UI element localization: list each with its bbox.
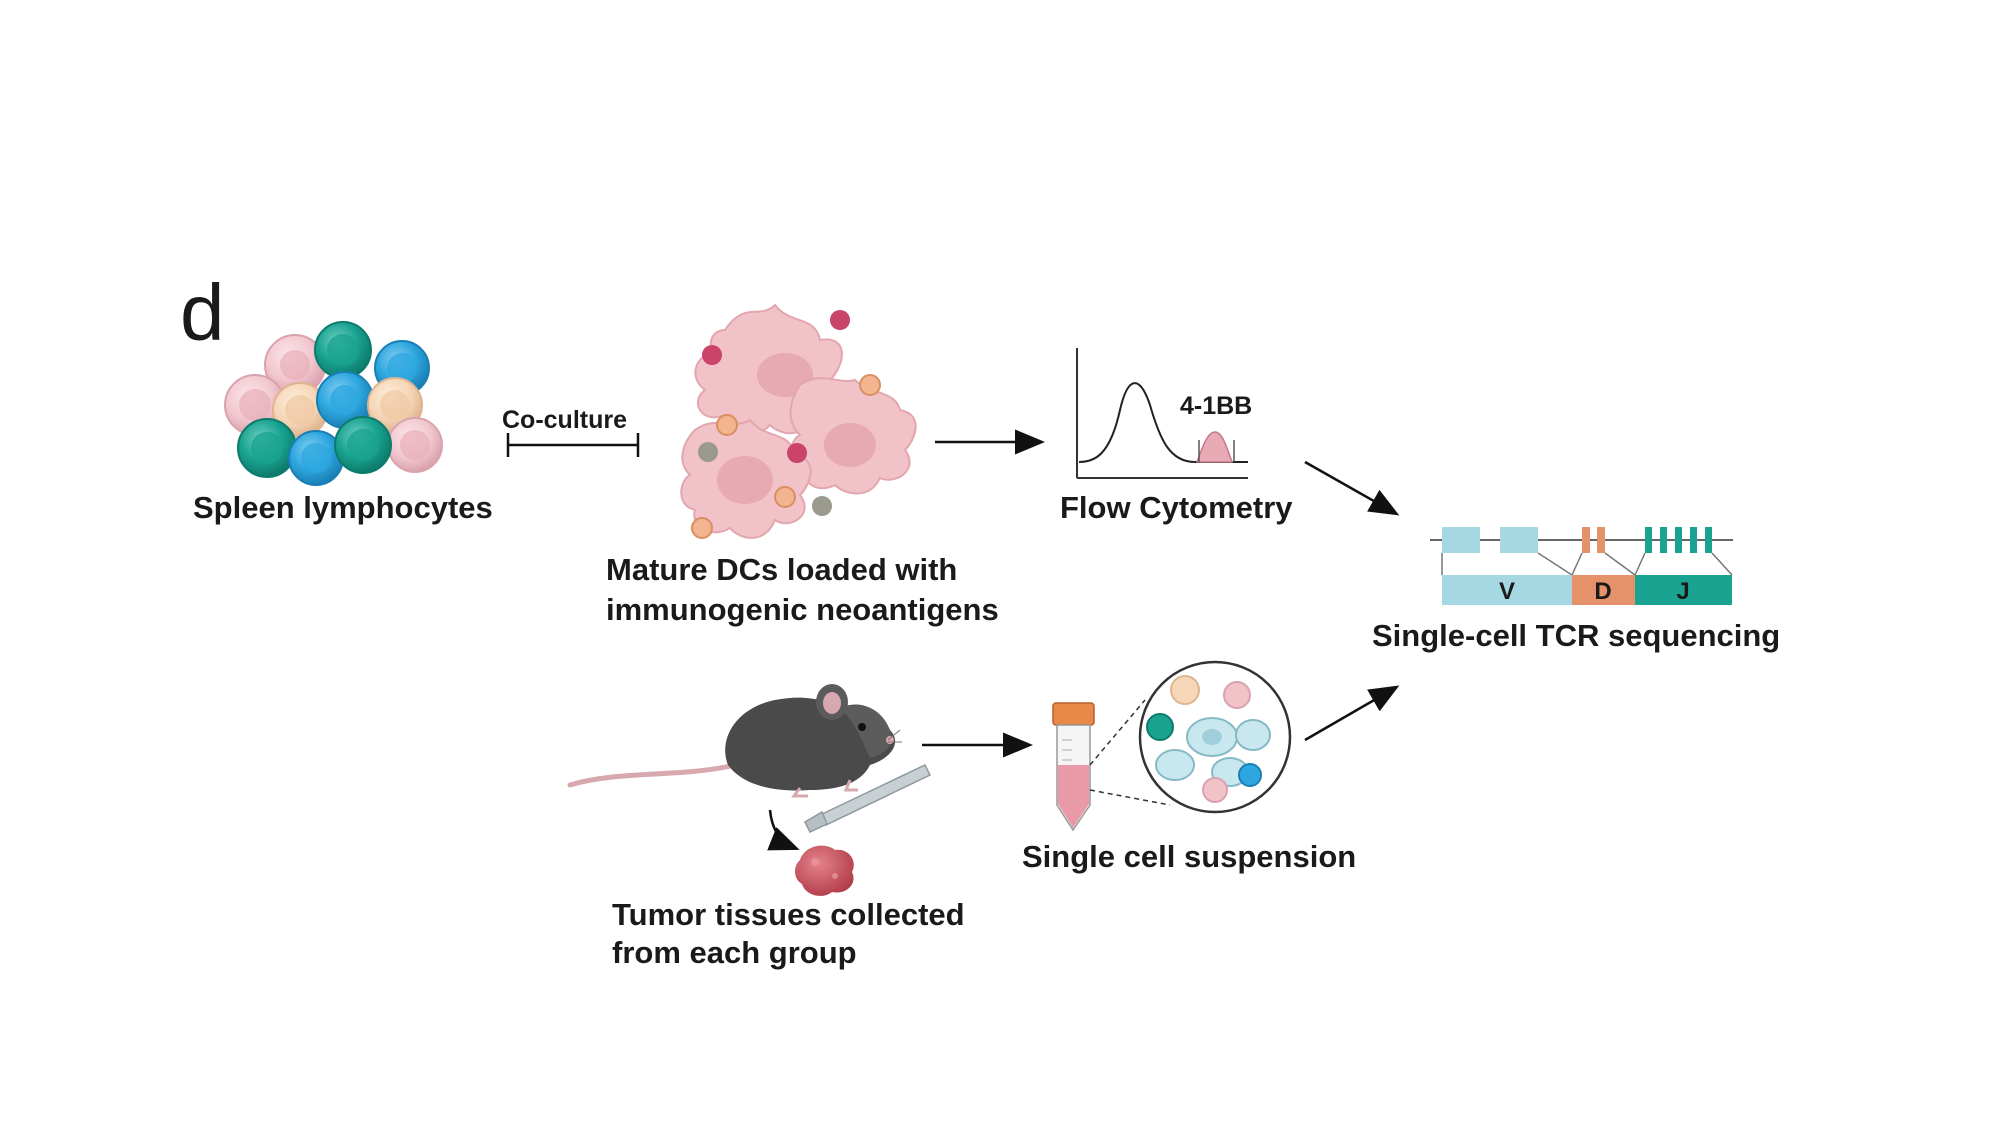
mouse-icon (567, 684, 902, 798)
tcr-gene-diagram: V D J (1430, 527, 1733, 605)
coculture-bracket (506, 433, 640, 457)
scalpel-icon (804, 764, 932, 833)
tumor-tissue-icon (795, 845, 854, 896)
dcs-label-line1: Mature DCs loaded with (606, 552, 957, 587)
panel-letter: d (180, 268, 225, 357)
lymphocyte-cluster-icon (224, 321, 443, 486)
marker-label: 4-1BB (1180, 392, 1252, 420)
coculture-label: Co-culture (502, 406, 627, 434)
flow-cytometry-label: Flow Cytometry (1060, 490, 1293, 525)
j-segment (1635, 575, 1732, 605)
flow-histogram-icon (1076, 348, 1248, 479)
dcs-label-line2: immunogenic neoantigens (606, 592, 999, 627)
d-segment (1572, 575, 1635, 605)
arrow-flow-to-tcr (1304, 460, 1400, 516)
spleen-lymphocytes-label: Spleen lymphocytes (193, 490, 493, 525)
d-segment-label: D (1594, 578, 1611, 605)
single-cell-suspension-label: Single cell suspension (1022, 839, 1356, 874)
tcr-sequencing-label: Single-cell TCR sequencing (1372, 618, 1780, 653)
tumor-label-line2: from each group (612, 935, 857, 970)
tube-icon (1052, 702, 1095, 832)
j-segment-label: J (1676, 578, 1689, 605)
arrow-to-tumor (767, 809, 800, 851)
magnified-cells-icon (1089, 660, 1292, 814)
v-segment (1442, 575, 1572, 605)
arrow-suspension-to-tcr (1304, 685, 1400, 742)
v-segment-label: V (1499, 578, 1515, 605)
dendritic-cells-icon (680, 303, 917, 539)
tumor-label-line1: Tumor tissues collected (612, 897, 965, 932)
